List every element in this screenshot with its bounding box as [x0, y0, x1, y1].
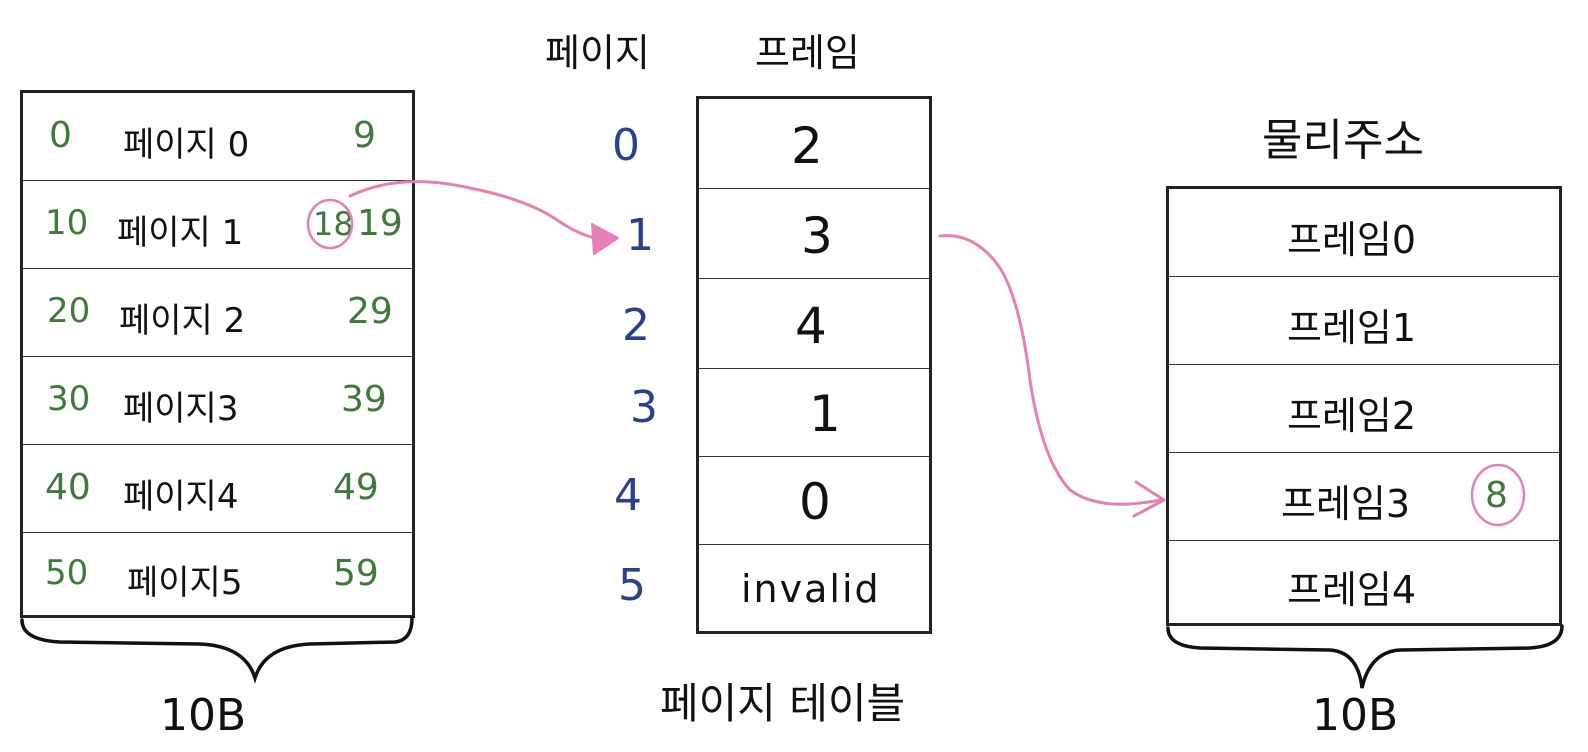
page-table-row: 1 — [699, 369, 929, 457]
size-brace-right — [1166, 624, 1564, 689]
page-end-address: 39 — [341, 379, 387, 420]
frame-label: 프레임1 — [1287, 306, 1417, 350]
page-start-address: 20 — [47, 291, 91, 331]
page-end-address: 9 — [353, 115, 376, 156]
frame-row: 프레임3 8 — [1169, 453, 1559, 541]
frame-label: 프레임3 — [1281, 482, 1411, 526]
physical-size-label: 10B — [1312, 690, 1399, 741]
page-start-address: 50 — [45, 553, 89, 593]
highlight-circle-18 — [306, 198, 354, 250]
frame-row: 프레임1 — [1169, 277, 1559, 365]
frame-invalid: invalid — [741, 567, 881, 611]
page-index: 5 — [618, 560, 646, 611]
frame-number: 4 — [795, 297, 827, 355]
frame-number: 1 — [809, 385, 841, 443]
page-row-3: 30 페이지3 39 — [23, 357, 412, 445]
size-brace-left — [20, 616, 414, 684]
page-index: 2 — [622, 300, 650, 351]
page-end-address: 49 — [333, 467, 379, 508]
page-table-row: 2 — [699, 99, 929, 189]
logical-pages-box: 0 페이지 0 9 10 페이지 1 18 19 20 페이지 2 29 30 … — [20, 90, 415, 618]
page-start-address: 0 — [49, 115, 72, 156]
page-label: 페이지 0 — [123, 125, 250, 165]
frame-label: 프레임2 — [1287, 394, 1417, 438]
arrowhead-page — [591, 223, 619, 255]
page-index: 0 — [612, 120, 640, 171]
page-table-row: 4 — [699, 279, 929, 369]
page-start-address: 30 — [47, 379, 91, 419]
arrowhead-physical — [1132, 480, 1166, 518]
page-row-4: 40 페이지4 49 — [23, 445, 412, 533]
frame-label: 프레임4 — [1287, 568, 1417, 612]
page-row-1: 10 페이지 1 18 19 — [23, 181, 412, 269]
highlight-circle-8 — [1470, 463, 1526, 527]
frame-label: 프레임0 — [1287, 218, 1417, 262]
page-row-2: 20 페이지 2 29 — [23, 269, 412, 357]
arrow-frame-to-physical — [938, 234, 1162, 506]
page-table-header-frame: 프레임 — [755, 31, 860, 75]
page-label: 페이지4 — [123, 477, 239, 517]
page-label: 페이지 2 — [119, 301, 246, 341]
page-table-row: 3 — [699, 189, 929, 279]
page-label: 페이지3 — [123, 389, 239, 429]
physical-memory-box: 프레임0 프레임1 프레임2 프레임3 8 프레임4 — [1166, 186, 1562, 626]
frame-number: 3 — [801, 207, 833, 265]
frame-row: 프레임0 — [1169, 189, 1559, 277]
page-table-row: invalid — [699, 545, 929, 631]
highlighted-address: 8 — [1485, 475, 1508, 516]
logical-size-label: 10B — [160, 690, 247, 741]
highlighted-address: 18 — [313, 205, 354, 243]
page-table-header-page: 페이지 — [545, 31, 650, 75]
page-start-address: 40 — [45, 467, 91, 508]
physical-address-title: 물리주소 — [1262, 115, 1424, 166]
page-table-row: 0 — [699, 457, 929, 545]
page-end-address: 59 — [333, 553, 379, 594]
frame-row: 프레임2 — [1169, 365, 1559, 453]
page-index: 1 — [626, 210, 654, 261]
arrow-address-to-page — [348, 180, 607, 242]
page-start-address: 10 — [45, 203, 89, 243]
page-index: 3 — [630, 382, 658, 433]
page-label: 페이지 1 — [117, 213, 244, 253]
page-label: 페이지5 — [127, 563, 243, 603]
page-table: 2 3 4 1 0 invalid — [696, 96, 932, 634]
page-row-5: 50 페이지5 59 — [23, 533, 412, 618]
page-end-address: 29 — [347, 291, 393, 332]
frame-number: 2 — [791, 117, 823, 175]
page-table-caption: 페이지 테이블 — [660, 679, 906, 728]
frame-number: 0 — [799, 473, 831, 531]
frame-row: 프레임4 — [1169, 541, 1559, 623]
page-index: 4 — [614, 470, 642, 521]
page-row-0: 0 페이지 0 9 — [23, 93, 412, 181]
page-end-address: 19 — [357, 203, 403, 244]
